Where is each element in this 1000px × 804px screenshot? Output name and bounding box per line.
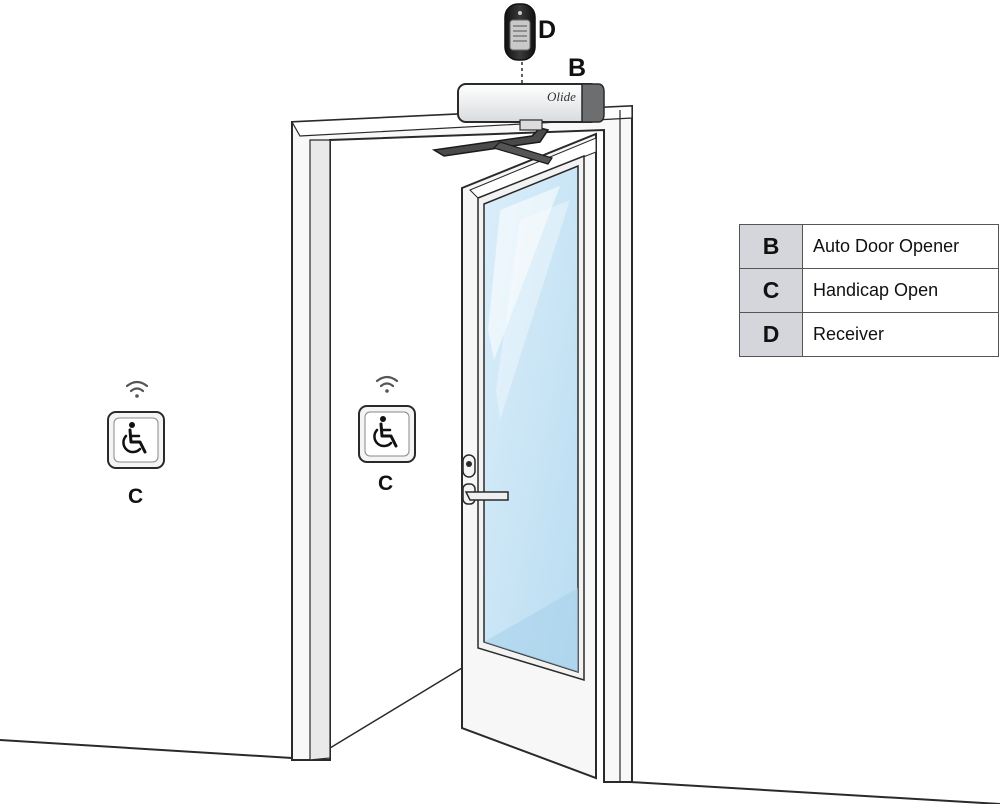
legend-label: Receiver: [802, 312, 999, 357]
receiver-device: [504, 3, 536, 84]
opener-brand-logo: Olide: [547, 89, 576, 104]
callout-receiver: D: [538, 16, 556, 44]
legend-label: Handicap Open: [802, 268, 999, 313]
handicap-button-center: [358, 375, 416, 463]
floor-swing-line: [329, 667, 463, 749]
opener-arm-icon: [431, 127, 553, 165]
legend-row: D Receiver: [739, 312, 999, 357]
door-handle-icon: [462, 454, 509, 505]
callout-opener: B: [568, 54, 586, 82]
legend-row: C Handicap Open: [739, 268, 999, 313]
callout-button-center: C: [378, 472, 393, 495]
legend-key: D: [739, 312, 803, 357]
legend-label: Auto Door Opener: [802, 224, 999, 269]
auto-door-opener: Olide: [457, 83, 605, 131]
callout-button-left: C: [128, 485, 143, 508]
floor-line-right: [629, 781, 1000, 804]
floor-line-left: [0, 739, 293, 759]
legend-row: B Auto Door Opener: [739, 224, 999, 269]
wifi-signal-icon: [125, 380, 149, 398]
wheelchair-icon: [373, 416, 398, 448]
door-leaf: [461, 132, 597, 780]
legend-key: C: [739, 268, 803, 313]
legend-table: B Auto Door Opener C Handicap Open D Rec…: [739, 224, 999, 357]
wheelchair-icon: [122, 422, 147, 454]
legend-key: B: [739, 224, 803, 269]
handicap-button-left: [107, 380, 165, 469]
wifi-signal-icon: [375, 375, 399, 393]
